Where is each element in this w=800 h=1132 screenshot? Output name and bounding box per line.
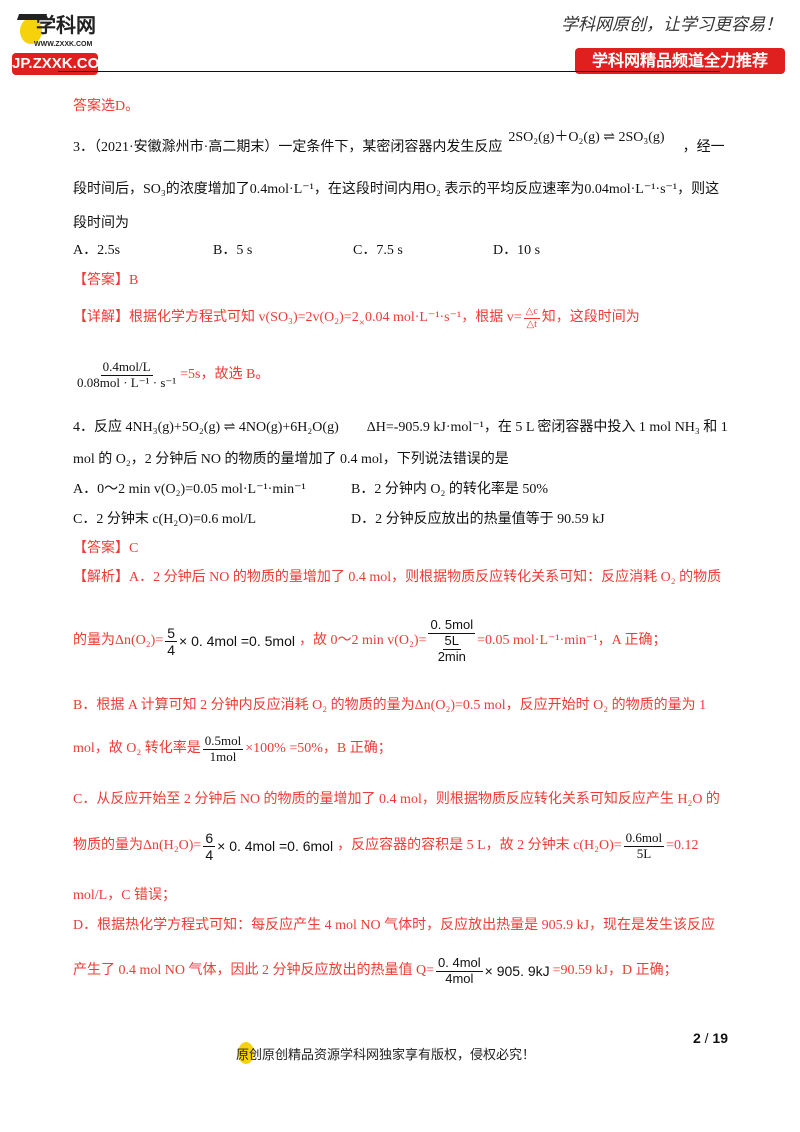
q4-options-row1: A．0～2 min v(O₂)=0.05 mol·L⁻¹·min⁻¹ B．2 分… [73,482,548,499]
logo-text: 学科网 [36,13,96,37]
q4-stem-line1: 4．反应 4NH₃(g)+5O₂(g) ⇌ 4NO(g)+6H₂O(g) ΔH=… [73,420,728,435]
q3-stem-line2: 段时间后，SO₃的浓度增加了0.4mol·L⁻¹，在这段时间内用O₂ 表示的平均… [73,182,720,197]
fraction-v: △c△t [523,306,540,330]
q3-equation: 2SO₂(g)＋O₂(g) ⇌ 2SO₃(g) [508,130,665,145]
q4-options-row2: C．2 分钟末 c(H₂O)=0.6 mol/L D．2 分钟反应放出的热量值等… [73,512,605,529]
q3-option-d: D．10 s [493,243,541,258]
analysis-d-line2: 产生了 0.4 mol NO 气体，因此 2 分钟反应放出的热量值 Q= 0. … [73,955,678,986]
q3-option-c: C．7.5 s [353,243,403,258]
q3-option-b: B．5 s [213,243,253,258]
footer-mascot-icon [238,1042,254,1064]
mascot-logo-icon [20,18,42,44]
q4-option-d: D．2 分钟反应放出的热量值等于 90.59 kJ [351,512,605,527]
footer-copyright: 原创原创精品资源学科网独家享有版权，侵权必究！ [236,1048,536,1063]
header-divider [58,71,720,72]
logo-url: WWW.ZXXK.COM [34,41,93,48]
recommend-badge: 学科网精品频道全力推荐 [575,48,785,74]
q4-option-c: C．2 分钟末 c(H₂O)=0.6 mol/L [73,512,257,527]
q4-option-a: A．0～2 min v(O₂)=0.05 mol·L⁻¹·min⁻¹ [73,482,306,497]
analysis-c-line1: C．从反应开始至 2 分钟后 NO 的物质的量增加了 0.4 mol，则根据物质… [73,792,720,807]
q3-stem-line1: 3．（2021·安徽滁州市·高二期末）一定条件下，某密闭容器内发生反应 2SO₂… [73,130,725,155]
q4-stem-line2: mol 的 O₂，2 分钟后 NO 的物质的量增加了 0.4 mol，下列说法错… [73,452,509,467]
q3-options: A．2.5s B．5 s C．7.5 s D．10 s [73,243,540,260]
q4-answer: 【答案】C [73,541,139,556]
q3-option-a: A．2.5s [73,243,121,258]
q4-option-b: B．2 分钟内 O₂ 的转化率是 50% [351,482,548,497]
analysis-b-line1: B．根据 A 计算可知 2 分钟内反应消耗 O₂ 的物质的量为Δn(O₂)=0.… [73,698,707,713]
q3-answer: 【答案】B [73,273,139,288]
q3-detail: 【详解】根据化学方程式可知 v(SO₃)=2v(O₂)=2 × 0.04 mol… [73,306,640,330]
q3-stem-line3: 段时间为 [73,216,129,231]
analysis-c-line3: mol/L，C 错误； [73,888,177,903]
jp-badge[interactable]: JP.ZXXK.COM [12,53,112,75]
page-number: 2 / 19 [692,1030,728,1046]
prev-answer: 答案选D。 [73,99,140,114]
slogan: 学科网原创，让学习更容易！ [561,15,782,35]
analysis-d-line1: D．根据热化学方程式可知：每反应产生 4 mol NO 气体时，反应放出热量是 … [73,918,716,933]
analysis-a-line1: 【解析】A．2 分钟后 NO 的物质的量增加了 0.4 mol，则根据物质反应转… [73,570,722,585]
